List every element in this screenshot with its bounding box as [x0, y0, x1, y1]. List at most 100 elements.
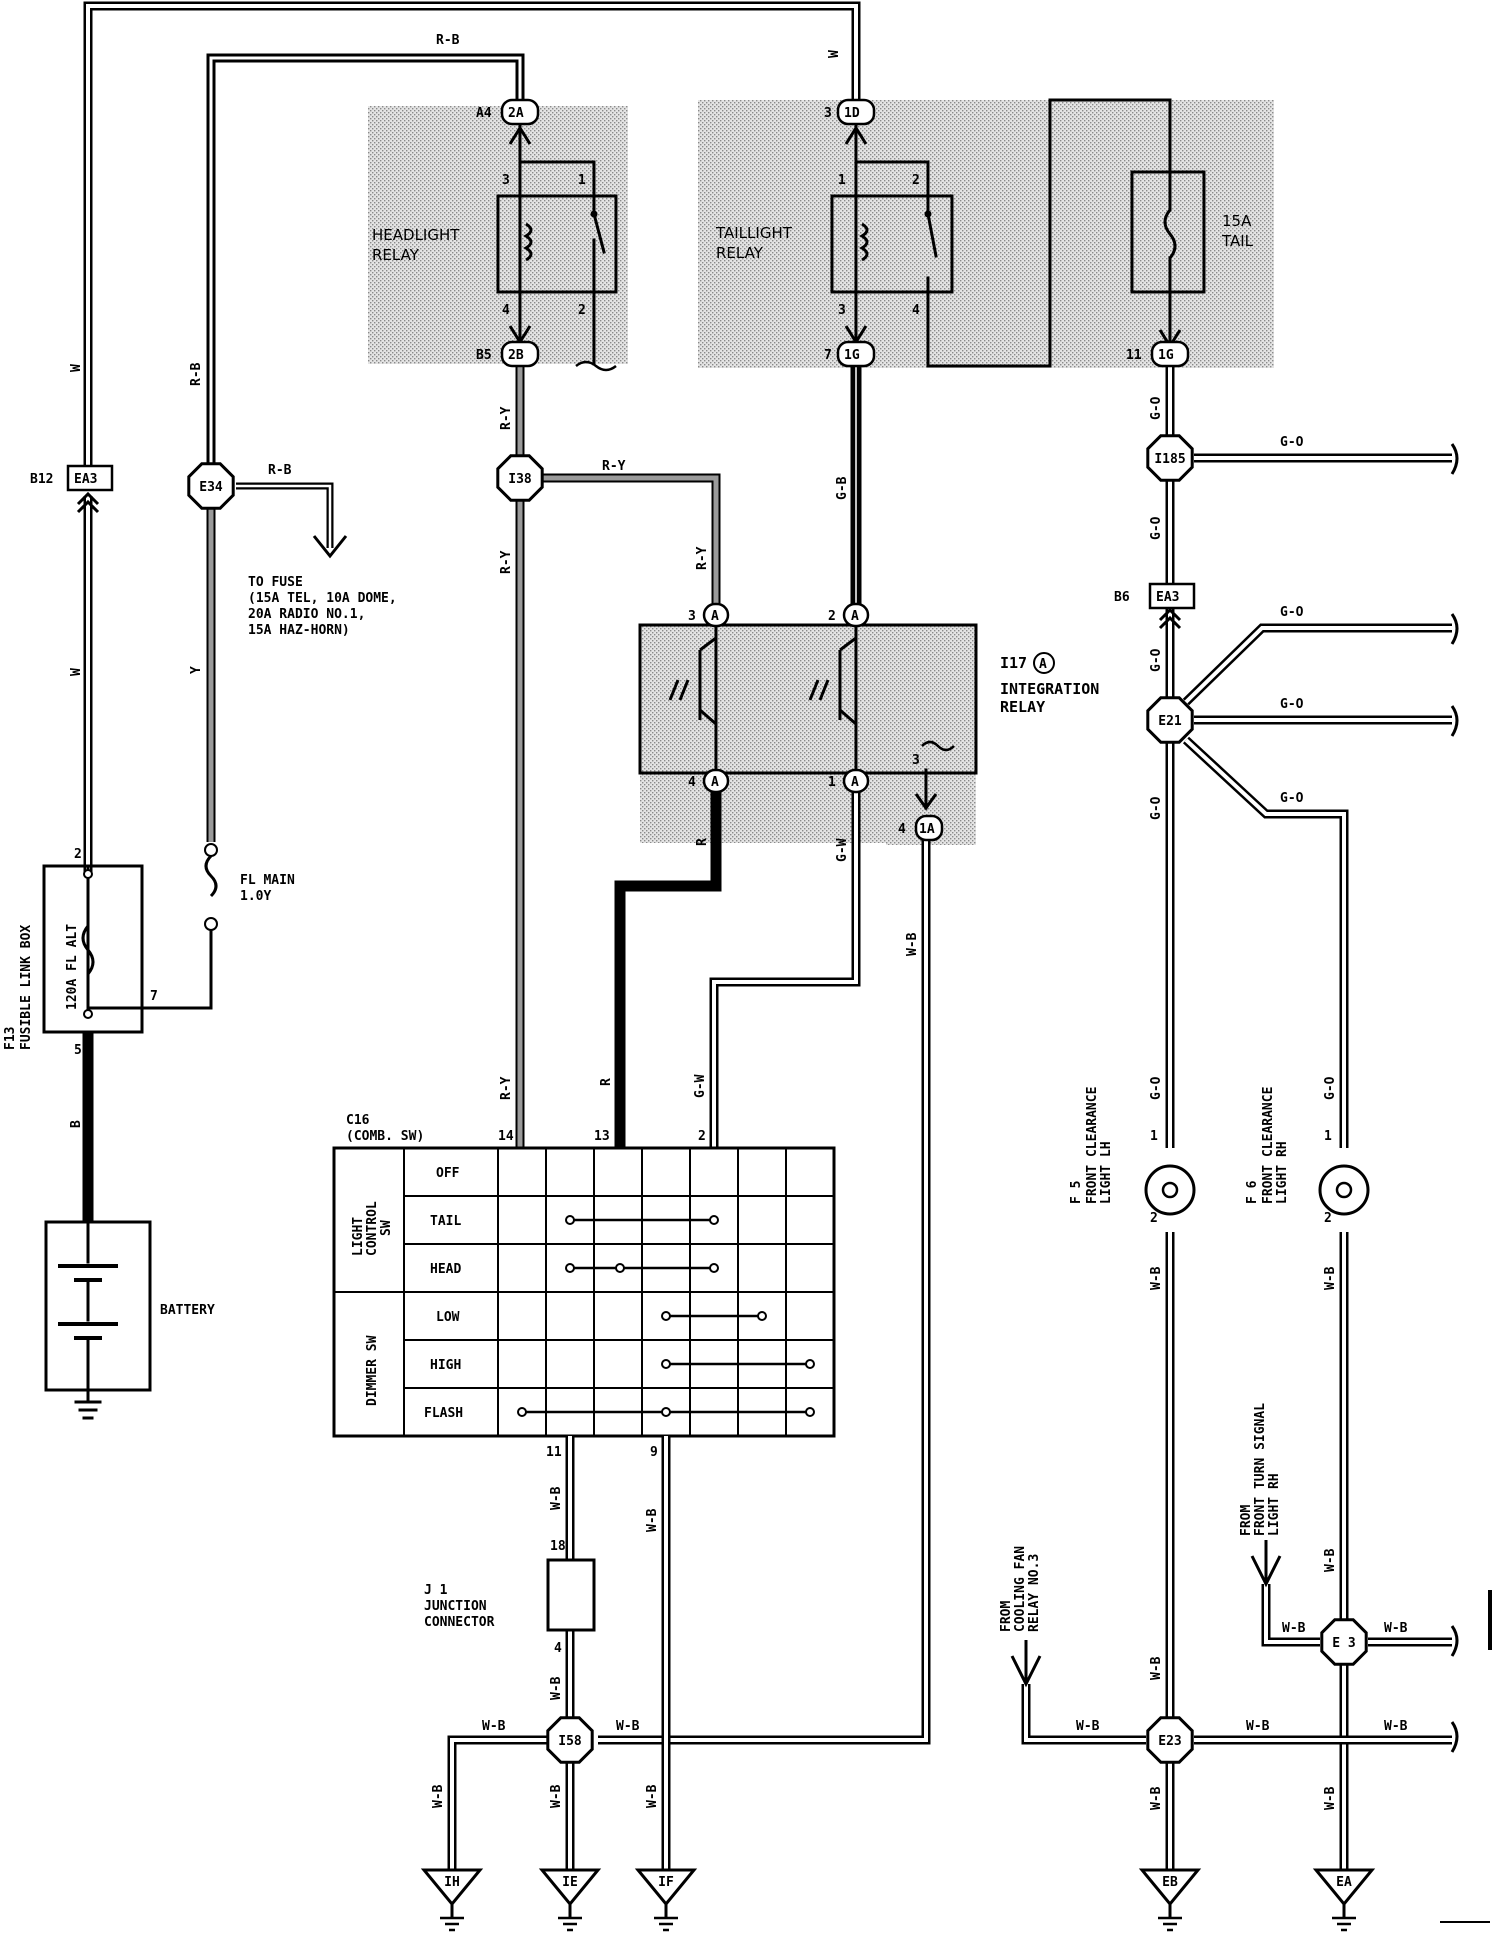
junction-connector [546, 1558, 596, 1632]
cs-pin-13: 13 [594, 1129, 610, 1144]
wire-label-r-2: R [599, 1078, 614, 1086]
tf-pin: 11 [1126, 348, 1142, 363]
ir-conn-a-3: A [711, 775, 719, 790]
wire-label-go-3: G-O [1149, 648, 1164, 672]
fl-pin-2: 2 [74, 847, 82, 862]
fuse-note-2: (15A TEL, 10A DOME, [248, 591, 397, 606]
fl-main-fuse [204, 843, 218, 931]
taillight-relay-area [698, 100, 1274, 368]
connector-e23 [1146, 1716, 1194, 1764]
wire-label-y: Y [189, 666, 204, 674]
battery-label: BATTERY [160, 1303, 215, 1318]
tl-pin-3: 3 [838, 303, 846, 318]
tl-pin-4: 4 [912, 303, 920, 318]
ir-id: I17 [1000, 654, 1027, 672]
connector-i185 [1146, 434, 1194, 482]
ground-label: IF [658, 1875, 674, 1890]
ir-side-conn: 1A [919, 822, 935, 837]
wire-label-wb-12: W-B [1149, 1656, 1164, 1680]
ir-pin-2: 2 [828, 609, 836, 624]
wire-label-wb-13: W-B [1323, 1548, 1338, 1572]
wire-label-go-10: G-O [1280, 791, 1304, 806]
cs-row-0: OFF [436, 1166, 460, 1181]
wire-label-wb-5: W-B [482, 1719, 506, 1734]
connector-e21 [1146, 696, 1194, 744]
j1-label-2: CONNECTOR [424, 1615, 495, 1630]
wire-label-r-1: R [695, 838, 710, 846]
ground-label: IE [562, 1875, 578, 1890]
wire-label-go-9: G-O [1280, 697, 1304, 712]
wire-ry-branch [542, 473, 721, 604]
tail-fuse-label-1: 15A [1222, 212, 1252, 230]
tl-bottom-pin: 7 [824, 348, 832, 363]
wire-label-go-5: G-O [1149, 1076, 1164, 1100]
wire-label-ry-4: R-Y [695, 546, 710, 570]
ir-conn-a-4: A [851, 775, 859, 790]
ground-ie: IE [538, 1868, 602, 1932]
wire-rb [206, 53, 525, 466]
fuse-note-4: 15A HAZ-HORN) [248, 623, 350, 638]
wire-label-wb-14: W-B [1076, 1719, 1100, 1734]
b6-conn: EA3 [1156, 590, 1179, 605]
clearance-light-rh [1318, 1164, 1370, 1216]
wire-label-gw-2: G-W [693, 1074, 708, 1098]
fl-pin-7: 7 [150, 989, 158, 1004]
wire-label-wb-9: W-B [645, 1784, 660, 1808]
wire-label-w-lower: W [69, 668, 84, 676]
j1-id: J 1 [424, 1583, 448, 1598]
ground-ea: EA [1312, 1868, 1376, 1932]
f6-id: F 6 [1245, 1180, 1260, 1204]
wire-label-go-6: G-O [1323, 1076, 1338, 1100]
from-turn-1: FROM [1239, 1505, 1254, 1536]
f6-label-1: FRONT CLEARANCE [1261, 1087, 1276, 1204]
ground-label: EA [1336, 1875, 1352, 1890]
taillight-relay-label-1: TAILLIGHT [715, 224, 793, 242]
ir-pin-4: 4 [688, 775, 696, 790]
hl-top-conn: 2A [508, 106, 524, 121]
tail-fuse-label-2: TAIL [1221, 232, 1254, 250]
f5-label-1: FRONT CLEARANCE [1085, 1087, 1100, 1204]
wire-label-wb-2: W-B [549, 1486, 564, 1510]
f6-pin-2: 2 [1324, 1211, 1332, 1226]
ir-conn-a-1: A [711, 609, 719, 624]
wire-rb-to-fuse [236, 482, 348, 559]
hl-pin-3: 3 [502, 173, 510, 188]
tl-bottom-conn: 1G [844, 348, 860, 363]
cs-group-light-2: CONTROL [365, 1201, 380, 1256]
cs-group-light-1: LIGHT [351, 1217, 366, 1256]
ir-conn-a-2: A [851, 609, 859, 624]
tl-pin-1: 1 [838, 173, 846, 188]
wire-label-ry-2: R-Y [499, 550, 514, 574]
j1-pin-18: 18 [550, 1539, 566, 1554]
wire-end-hooks [1450, 443, 1459, 1753]
f5-pin-2: 2 [1150, 1211, 1158, 1226]
f6-label-2: LIGHT RH [1275, 1141, 1290, 1204]
cs-row-5: FLASH [424, 1406, 463, 1421]
wire-label-go-4: G-O [1149, 796, 1164, 820]
ground-eb: EB [1138, 1868, 1202, 1932]
cs-pin-11: 11 [546, 1445, 562, 1460]
wire-label-rb-left: R-B [189, 362, 204, 386]
wire-label-rb-fuse: R-B [268, 463, 292, 478]
b12-conn: EA3 [74, 472, 97, 487]
labels: R-B W W R-B R-B R-Y R-Y R-Y R-Y R-Y G-B … [3, 33, 1408, 1810]
wire-label-b: B [69, 1120, 84, 1128]
connector-label-e23: E23 [1158, 1734, 1181, 1749]
fuse-note-1: TO FUSE [248, 575, 303, 590]
fl-main-2: 1.0Y [240, 889, 271, 904]
from-turn-2: FRONT TURN SIGNAL [1253, 1403, 1268, 1536]
f5-pin-1: 1 [1150, 1129, 1158, 1144]
cs-title: (COMB. SW) [346, 1129, 424, 1144]
wire-label-wb-20: W-B [1323, 1786, 1338, 1810]
tail-fuse [1130, 170, 1206, 349]
connector-label-i185: I185 [1154, 452, 1185, 467]
connector-label-e3: E 3 [1332, 1636, 1355, 1651]
wire-go [1165, 366, 1452, 1148]
wire-label-wb-16: W-B [1384, 1719, 1408, 1734]
wire-label-wb-17: W-B [1282, 1621, 1306, 1636]
hl-pin-1: 1 [578, 173, 586, 188]
cs-row-4: HIGH [430, 1358, 461, 1373]
ground-ih: IH [420, 1868, 484, 1932]
